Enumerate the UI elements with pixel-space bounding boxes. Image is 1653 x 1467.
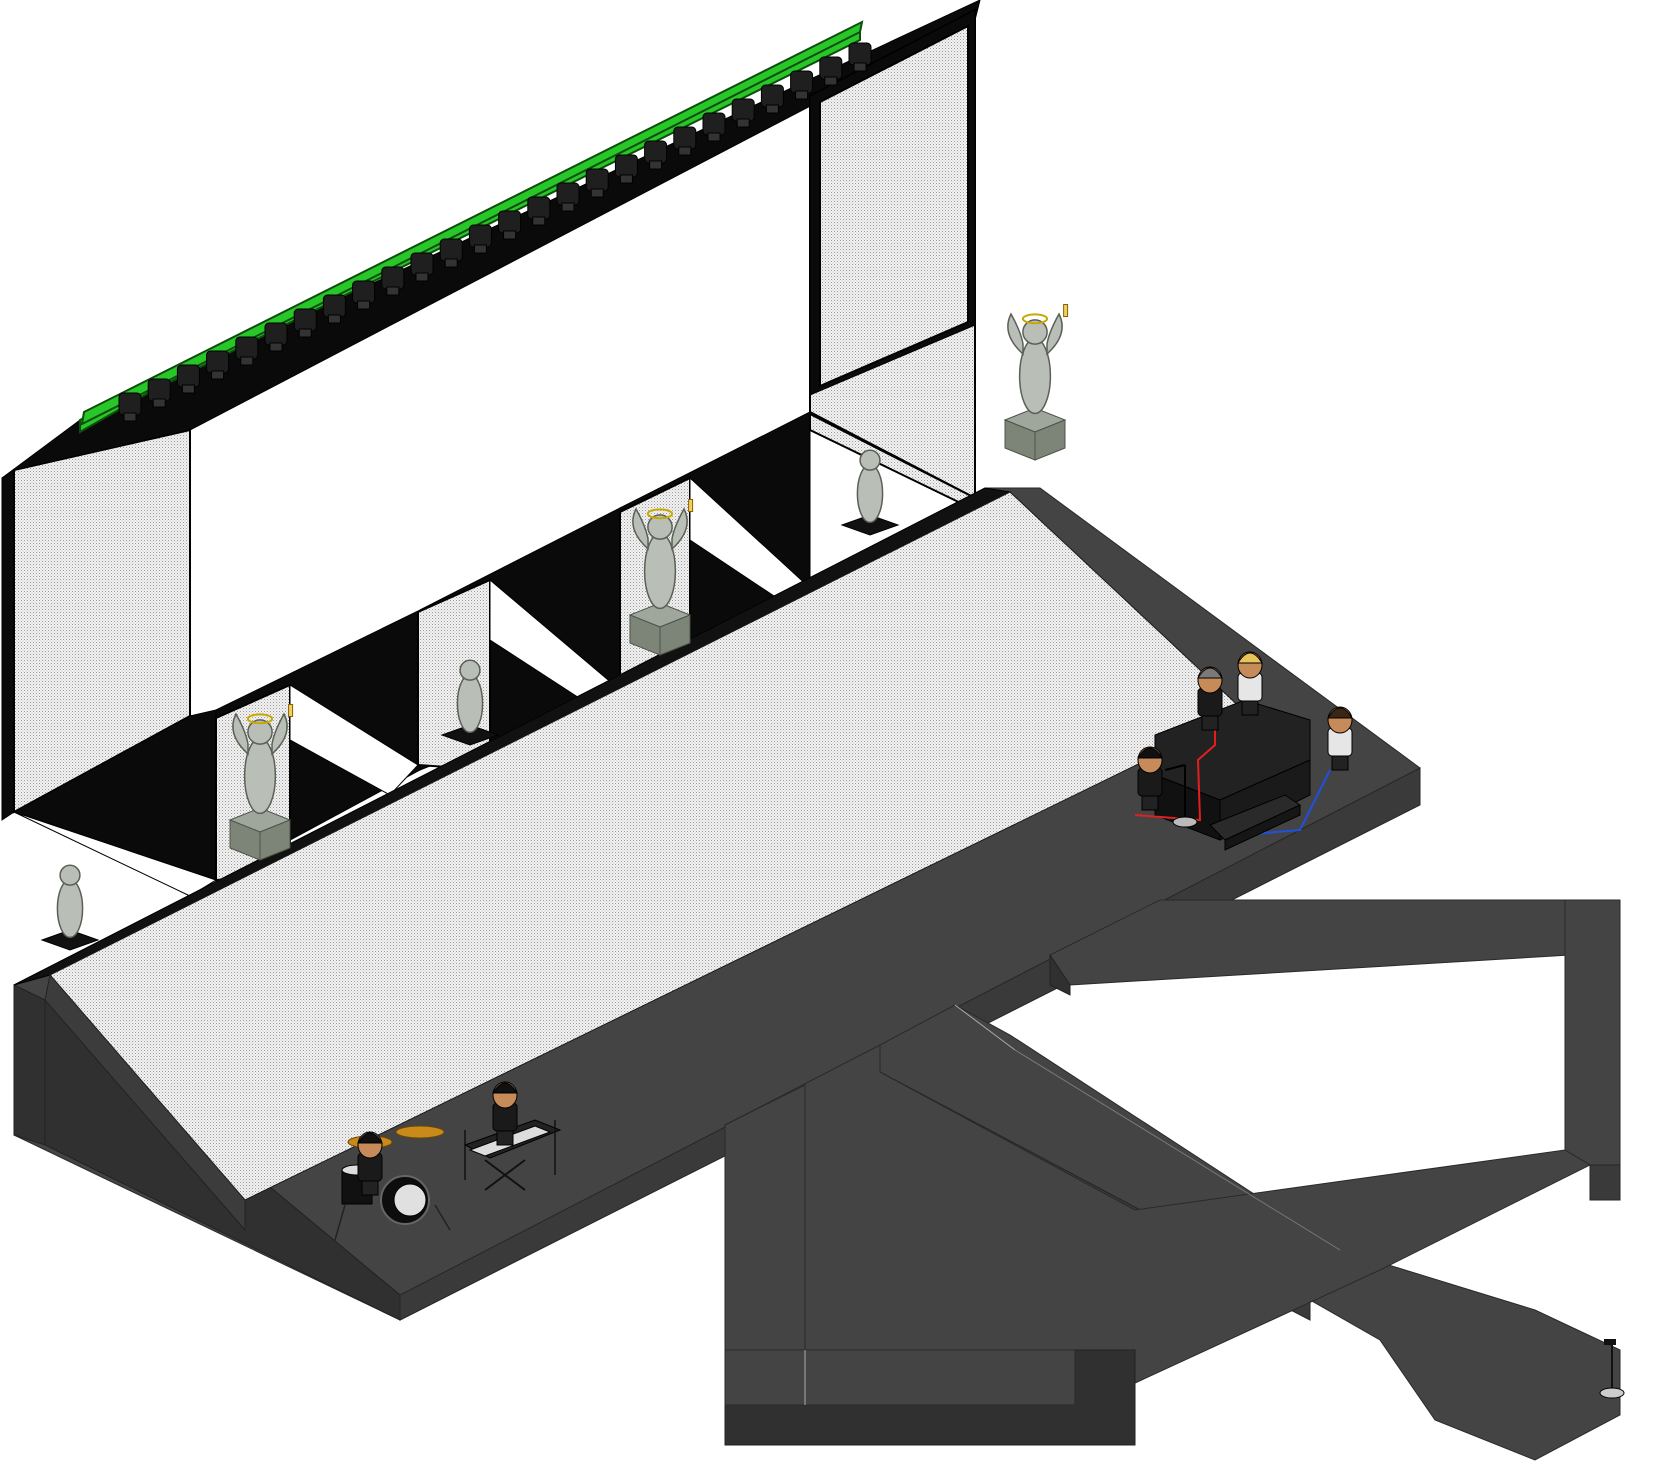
- angel-statue: [1003, 304, 1069, 461]
- spotlight-icon: [176, 364, 200, 394]
- blue-cable: [1239, 769, 1331, 836]
- spotlight-icon: [439, 238, 463, 268]
- venus-statue: [440, 659, 500, 746]
- truss-lights: [118, 42, 872, 422]
- spotlight-icon: [352, 280, 376, 310]
- avatar-group: [357, 651, 1353, 1196]
- spotlight-icon: [118, 392, 142, 422]
- amplifier-icon: [1209, 794, 1302, 851]
- spotlight-icon: [322, 294, 346, 324]
- spotlight-icon: [673, 126, 697, 156]
- spotlight-icon: [760, 84, 784, 114]
- lighting-truss: [79, 20, 872, 434]
- singer-avatar[interactable]: [1237, 651, 1263, 716]
- venus-statue: [840, 449, 900, 536]
- spotlight-icon: [410, 252, 434, 282]
- microphone-stand-icon: [1599, 1339, 1625, 1399]
- angel-statue: [628, 499, 694, 656]
- spotlight-icon: [498, 210, 522, 240]
- spotlight-icon: [790, 70, 814, 100]
- spotlight-icon: [206, 350, 230, 380]
- spotlight-icon: [293, 308, 317, 338]
- spotlight-icon: [614, 154, 638, 184]
- statue-row: [40, 304, 1069, 951]
- spotlight-icon: [585, 168, 609, 198]
- guitarist-avatar[interactable]: [1197, 666, 1223, 731]
- spotlight-icon: [731, 98, 755, 128]
- acoustic-guitarist-avatar[interactable]: [1327, 706, 1353, 771]
- spotlight-icon: [381, 266, 405, 296]
- spotlight-icon: [527, 196, 551, 226]
- spotlight-icon: [644, 140, 668, 170]
- spotlight-icon: [819, 56, 843, 86]
- spotlight-icon: [235, 336, 259, 366]
- drummer-avatar[interactable]: [357, 1131, 383, 1196]
- angel-statue: [228, 704, 294, 861]
- drum-kit-icon: [334, 1125, 451, 1241]
- keyboardist-avatar[interactable]: [492, 1081, 518, 1146]
- spotlight-icon: [264, 322, 288, 352]
- spotlight-icon: [468, 224, 492, 254]
- venus-statue: [40, 864, 100, 951]
- spotlight-icon: [556, 182, 580, 212]
- spotlight-icon: [848, 42, 872, 72]
- bassist-avatar[interactable]: [1137, 746, 1163, 811]
- runway-catwalks: [724, 899, 1621, 1461]
- microphone-stand-icon: [1164, 764, 1198, 828]
- spotlight-icon: [702, 112, 726, 142]
- spotlight-icon: [147, 378, 171, 408]
